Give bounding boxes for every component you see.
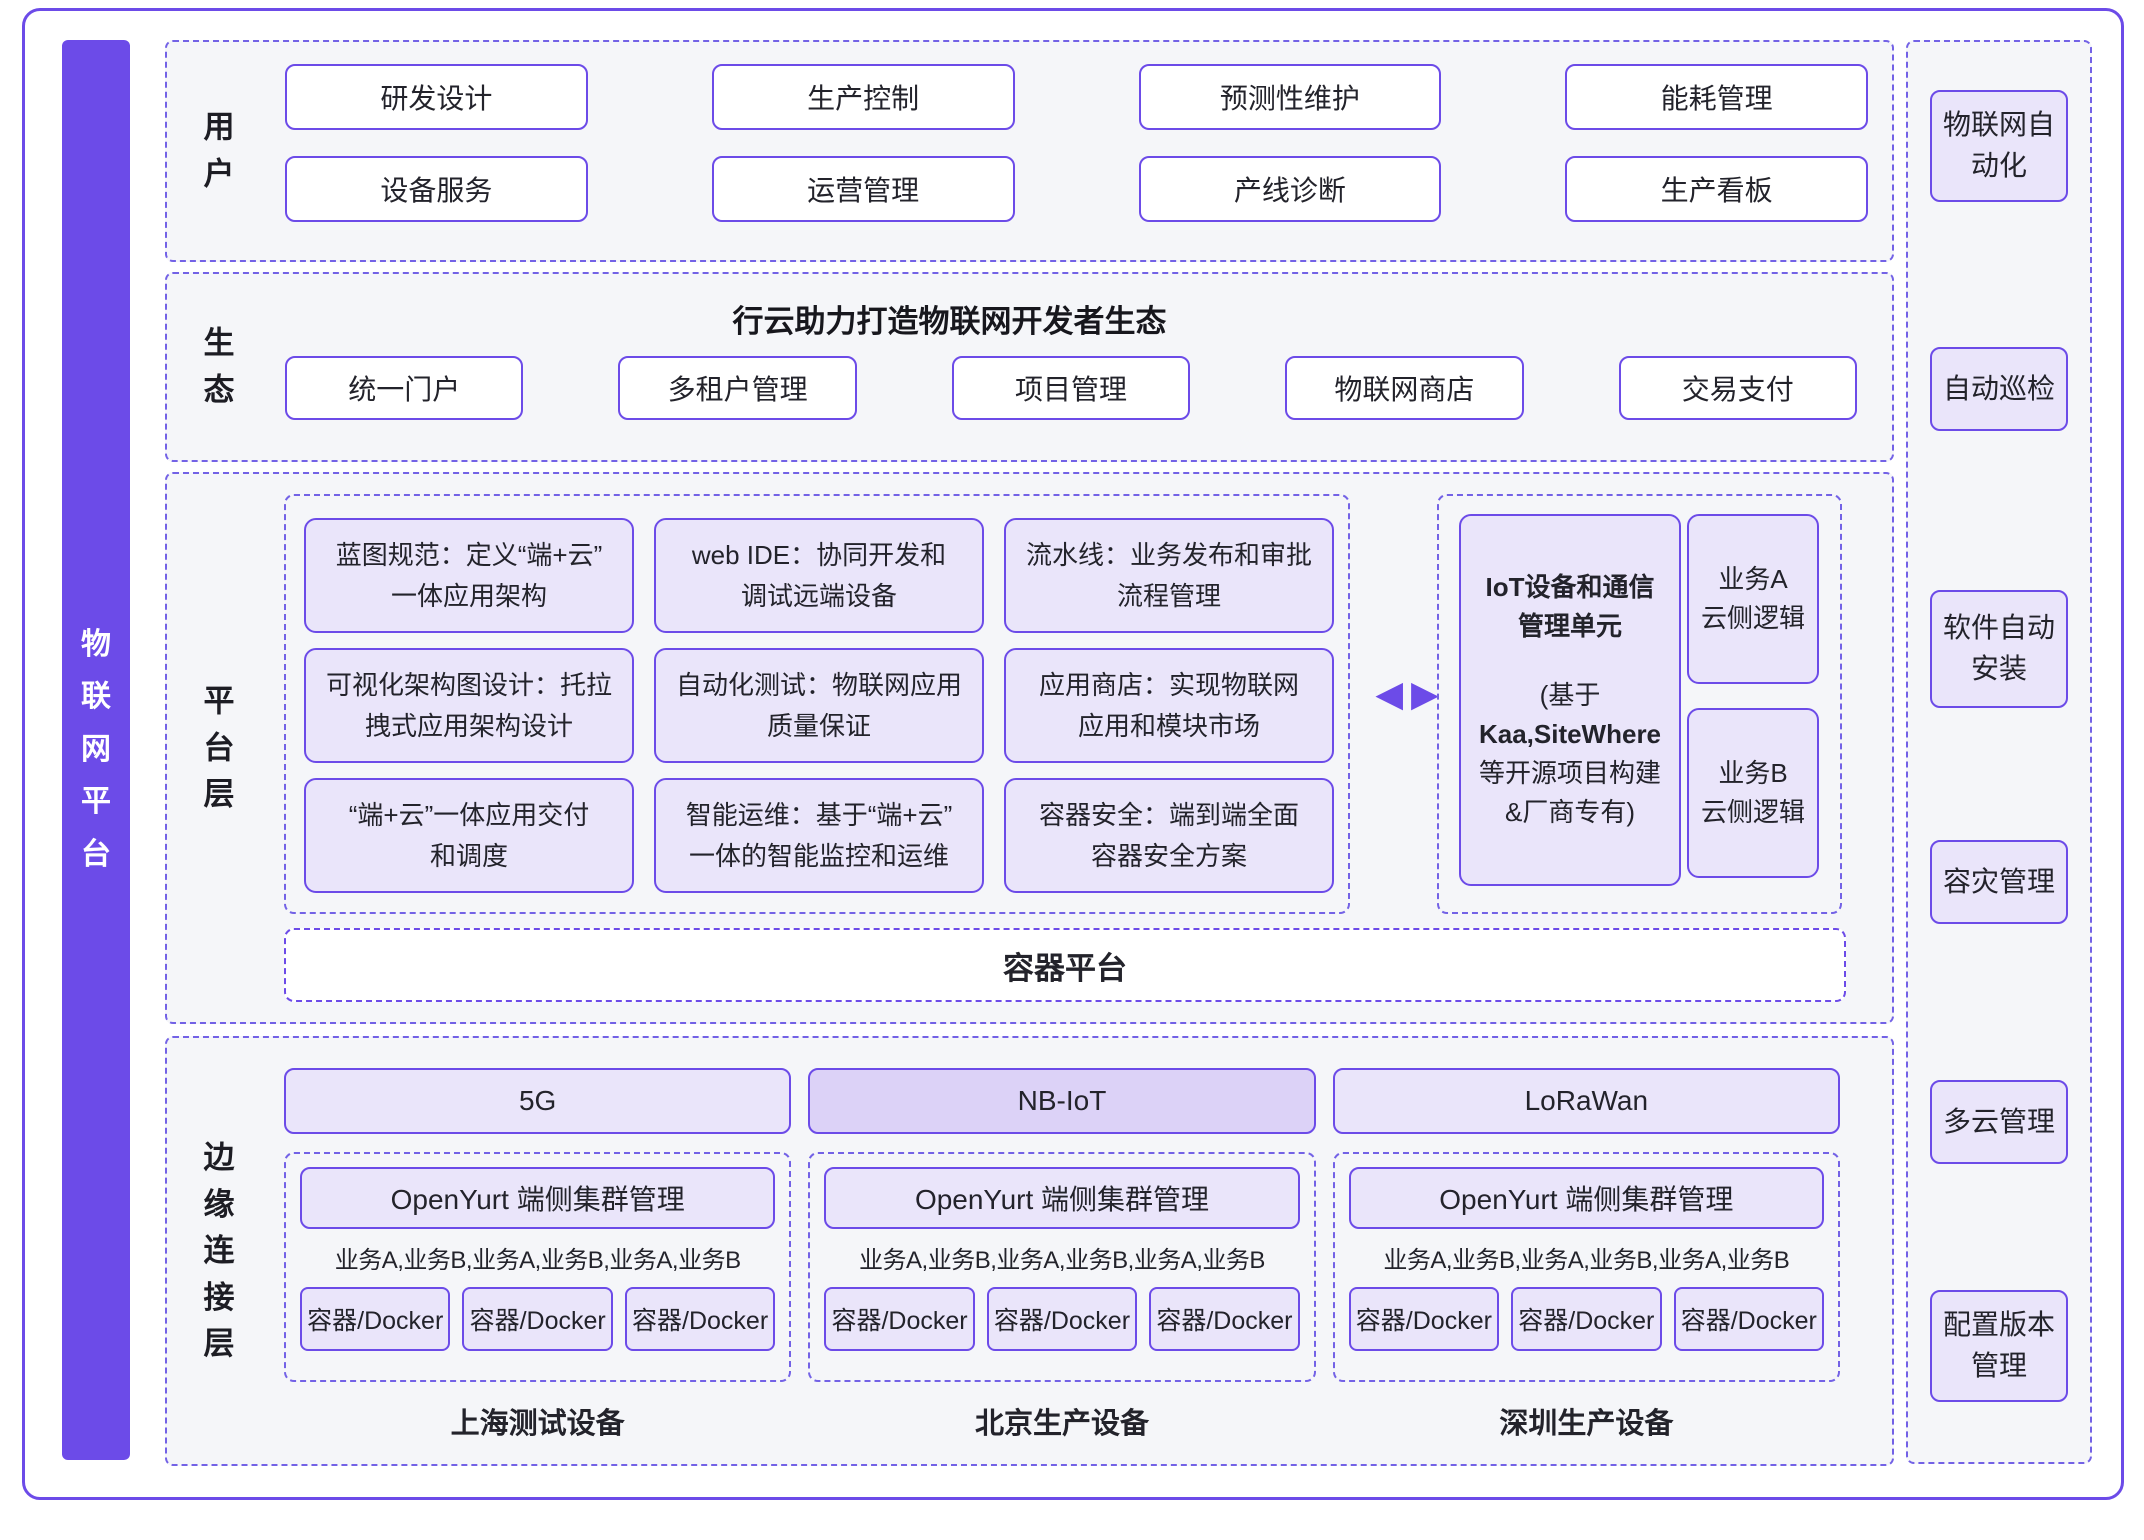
sidebar-item-auto-install: 软件自动 安装 <box>1930 590 2068 708</box>
docker-box: 容器/Docker <box>1149 1287 1300 1351</box>
capability-box: web IDE：协同开发和 调试远端设备 <box>654 518 984 633</box>
users-section-label: 用户 <box>203 109 235 192</box>
capability-box: 蓝图规范：定义“端+云” 一体应用架构 <box>304 518 634 633</box>
services-text: 业务A,业务B,业务A,业务B,业务A,业务B <box>1383 1247 1790 1274</box>
capability-box: 自动化测试：物联网应用 质量保证 <box>654 648 984 763</box>
docker-box: 容器/Docker <box>1348 1287 1500 1351</box>
eco-box: 项目管理 <box>951 356 1191 420</box>
docker-box: 容器/Docker <box>986 1287 1138 1351</box>
device-group-shenzhen: OpenYurt 端侧集群管理 业务A,业务B,业务A,业务B,业务A,业务B … <box>1332 1152 1840 1382</box>
eco-box: 统一门户 <box>285 356 524 420</box>
sidebar-item-auto-inspection: 自动巡检 <box>1930 347 2068 431</box>
user-box: 设备服务 <box>285 156 588 222</box>
cloud-logic-a: 业务A 云侧逻辑 <box>1687 514 1819 684</box>
eco-box: 物联网商店 <box>1285 356 1524 420</box>
cloud-logic-b: 业务B 云侧逻辑 <box>1687 708 1819 878</box>
platform-title-bar: 物联网平台 <box>62 40 130 1460</box>
network-bar-nbiot: NB-IoT <box>808 1068 1316 1134</box>
docker-box: 容器/Docker <box>300 1287 451 1351</box>
docker-box: 容器/Docker <box>624 1287 776 1351</box>
network-bar-5g: 5G <box>284 1068 792 1134</box>
edge-section: 边缘连接层 5G NB-IoT LoRaWan OpenYurt 端侧集群管理 … <box>165 1036 1894 1466</box>
services-text: 业务A,业务B,业务A,业务B,业务A,业务B <box>334 1247 741 1274</box>
platform-title: 物联网平台 <box>81 627 111 871</box>
right-triangle-icon: ▶ <box>1411 673 1447 714</box>
capabilities-grid: 蓝图规范：定义“端+云” 一体应用架构 web IDE：协同开发和 调试远端设备… <box>304 518 1334 893</box>
openyurt-header: OpenYurt 端侧集群管理 <box>300 1167 776 1229</box>
captions-grid: 上海测试设备 北京生产设备 深圳生产设备 <box>284 1400 1840 1444</box>
edge-section-label: 边缘连接层 <box>203 1139 235 1361</box>
openyurt-header: OpenYurt 端侧集群管理 <box>824 1167 1300 1229</box>
user-box: 生产控制 <box>711 64 1015 130</box>
sidebar-item-config-version: 配置版本 管理 <box>1930 1290 2068 1402</box>
user-box: 预测性维护 <box>1138 64 1442 130</box>
container-platform-bar: 容器平台 <box>284 928 1846 1002</box>
ecosystem-title: 行云助力打造物联网开发者生态 <box>732 304 1167 339</box>
capability-box: “端+云”一体应用交付 和调度 <box>304 778 634 893</box>
docker-box: 容器/Docker <box>824 1287 975 1351</box>
left-triangle-icon: ◀ <box>1375 673 1411 714</box>
users-section: 用户 研发设计 生产控制 预测性维护 能耗管理 设备服务 运营管理 产线诊断 生… <box>165 40 1894 262</box>
docker-box: 容器/Docker <box>462 1287 613 1351</box>
user-box: 运营管理 <box>711 156 1015 222</box>
capability-box: 容器安全：端到端全面 容器安全方案 <box>1004 778 1334 893</box>
sidebar-item-iot-automation: 物联网自 动化 <box>1930 90 2068 202</box>
docker-box: 容器/Docker <box>1511 1287 1662 1351</box>
iot-device-unit: IoT设备和通信 管理单元 (基于 Kaa,SiteWhere 等开源项目构建 … <box>1459 514 1681 886</box>
bidirectional-arrows: ◀▶ <box>1359 676 1463 712</box>
iot-unit-body-post: 等开源项目构建 &厂商专有) <box>1478 758 1661 827</box>
user-box: 能耗管理 <box>1565 64 1868 130</box>
docker-row: 容器/Docker 容器/Docker 容器/Docker <box>824 1287 1300 1351</box>
right-sidebar: 物联网自 动化 自动巡检 软件自动 安装 容灾管理 多云管理 配置版本 管理 <box>1906 40 2092 1464</box>
iot-unit-box: IoT设备和通信 管理单元 (基于 Kaa,SiteWhere 等开源项目构建 … <box>1437 494 1842 914</box>
ecosystem-grid: 统一门户 多租户管理 项目管理 物联网商店 交易支付 <box>285 356 1857 420</box>
docker-row: 容器/Docker 容器/Docker 容器/Docker <box>300 1287 776 1351</box>
ecosystem-section-label: 生态 <box>203 325 235 408</box>
openyurt-header: OpenYurt 端侧集群管理 <box>1348 1167 1824 1229</box>
user-box: 产线诊断 <box>1138 156 1442 222</box>
services-text: 业务A,业务B,业务A,业务B,业务A,业务B <box>859 1247 1265 1274</box>
device-group-beijing: OpenYurt 端侧集群管理 业务A,业务B,业务A,业务B,业务A,业务B … <box>808 1152 1316 1382</box>
capability-box: 可视化架构图设计：托拉 拽式应用架构设计 <box>304 648 634 763</box>
device-group-shanghai: OpenYurt 端侧集群管理 业务A,业务B,业务A,业务B,业务A,业务B … <box>284 1152 792 1382</box>
capability-box: 流水线：业务发布和审批 流程管理 <box>1004 518 1334 633</box>
eco-box: 多租户管理 <box>618 356 857 420</box>
capability-box: 应用商店：实现物联网 应用和模块市场 <box>1004 648 1334 763</box>
group-caption: 上海测试设备 <box>450 1408 625 1440</box>
sidebar-item-disaster-recovery: 容灾管理 <box>1930 840 2068 924</box>
user-box: 生产看板 <box>1565 156 1868 222</box>
device-groups-grid: OpenYurt 端侧集群管理 业务A,业务B,业务A,业务B,业务A,业务B … <box>284 1152 1840 1382</box>
group-caption: 北京生产设备 <box>974 1408 1149 1440</box>
platform-section: 平台层 蓝图规范：定义“端+云” 一体应用架构 web IDE：协同开发和 调试… <box>165 472 1894 1024</box>
platform-capabilities-box: 蓝图规范：定义“端+云” 一体应用架构 web IDE：协同开发和 调试远端设备… <box>284 494 1350 914</box>
eco-box: 交易支付 <box>1618 356 1857 420</box>
platform-section-label: 平台层 <box>203 683 235 812</box>
ecosystem-section: 生态 行云助力打造物联网开发者生态 统一门户 多租户管理 项目管理 物联网商店 … <box>165 272 1894 462</box>
network-bar-lorawan: LoRaWan <box>1332 1068 1840 1134</box>
outer-frame <box>22 8 2124 1500</box>
capability-box: 智能运维：基于“端+云” 一体的智能监控和运维 <box>654 778 984 893</box>
sidebar-item-multicloud: 多云管理 <box>1930 1080 2068 1164</box>
iot-unit-title: IoT设备和通信 管理单元 <box>1485 572 1655 641</box>
docker-box: 容器/Docker <box>1673 1287 1824 1351</box>
user-box: 研发设计 <box>285 64 588 130</box>
iot-unit-body-pre: (基于 <box>1539 680 1601 710</box>
group-caption: 深圳生产设备 <box>1499 1408 1674 1440</box>
users-grid: 研发设计 生产控制 预测性维护 能耗管理 设备服务 运营管理 产线诊断 生产看板 <box>285 64 1868 222</box>
iot-unit-body-bold: Kaa,SiteWhere <box>1478 719 1662 749</box>
docker-row: 容器/Docker 容器/Docker 容器/Docker <box>1348 1287 1824 1351</box>
iot-unit-body: (基于 Kaa,SiteWhere 等开源项目构建 &厂商专有) <box>1479 676 1661 832</box>
networks-grid: 5G NB-IoT LoRaWan <box>284 1068 1840 1134</box>
